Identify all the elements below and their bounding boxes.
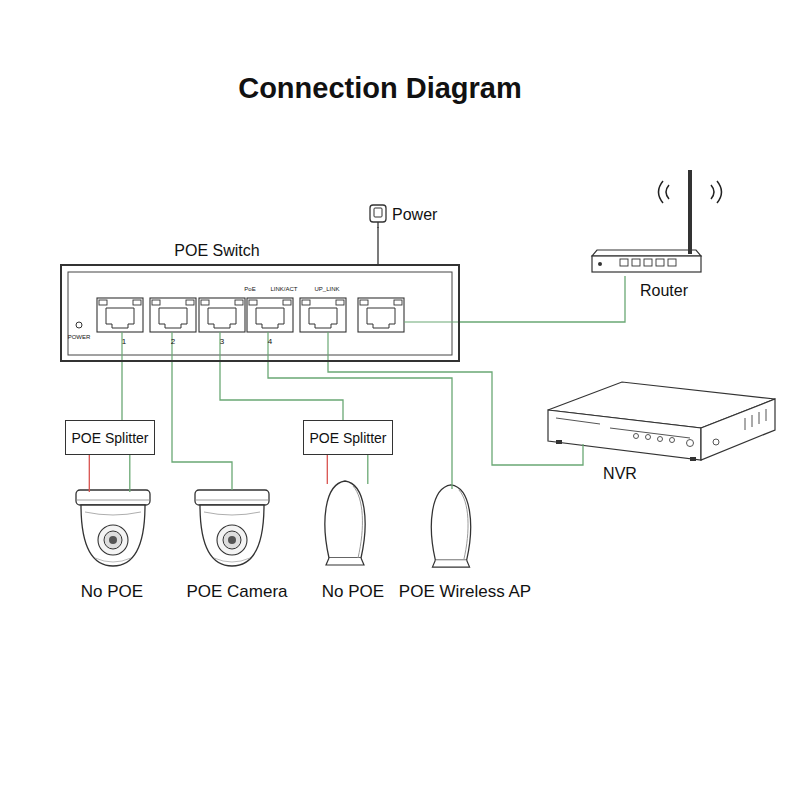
camera-device: No POE [73,488,153,568]
splitter-box: POE Splitter [65,420,155,455]
port-frame [150,298,196,332]
splitter-box: POE Splitter [303,420,393,455]
port-jack [106,308,134,328]
device-label: POE Wireless AP [399,582,531,602]
switch-box: POE Switch [60,264,460,362]
port-frame [247,298,293,332]
port-led [283,300,291,305]
cable-line [220,362,343,420]
port-led [336,300,344,305]
cable-line [367,455,368,484]
port-led [201,300,209,305]
cable-connector [122,362,123,420]
port-jack [367,308,395,328]
port-frame [97,298,143,332]
cable-line [129,455,130,492]
port-led [133,300,141,305]
device-label: Router [640,282,688,300]
port-led [152,300,160,305]
port-led [394,300,402,305]
cable-connector [327,455,368,484]
cable-line [327,455,328,484]
port-frame [199,298,245,332]
device-label: No POE [81,582,143,602]
box-label: POE Splitter [309,430,386,446]
cable-connector [89,455,130,492]
port-caption: POWER [68,334,91,340]
cable-line [377,227,378,264]
port-jack [256,308,284,328]
cable-line [268,362,452,489]
cable-connector [172,362,232,490]
cable-connector [220,362,343,420]
device-label: Power [392,206,437,224]
device-label: No POE [322,582,384,602]
device-label: POE Camera [186,582,287,602]
access-point-device: POE Wireless AP [428,485,474,568]
port-led [360,300,368,305]
port-frame [358,298,404,332]
diagram-title: Connection Diagram [0,72,760,105]
port-frame [300,298,346,332]
port-number: 1 [122,338,126,346]
port-caption: PoE [244,286,255,292]
port-number: 3 [220,338,224,346]
cable-connector [378,227,379,264]
nvr-device: NVR [545,380,777,462]
port-jack [159,308,187,328]
port-number: 4 [268,338,272,346]
cable-connector [268,362,452,489]
cable-line [89,455,90,492]
port-led [99,300,107,305]
cable-line [121,362,122,420]
port-led [186,300,194,305]
device-label: NVR [603,465,637,483]
router-device: Router [590,246,702,276]
device-label: POE Switch [174,242,259,260]
cable-line [172,362,232,490]
port-led [249,300,257,305]
port-number: 2 [171,338,175,346]
port-led [302,300,310,305]
camera-device: POE Camera [192,488,272,568]
port-caption: LINK/ACT [270,286,297,292]
port-jack [309,308,337,328]
cable-line [460,276,625,322]
port-led [235,300,243,305]
port-caption: UP_LINK [314,286,339,292]
port-jack [208,308,236,328]
box-label: POE Splitter [71,430,148,446]
power-plug: Power [369,203,387,227]
access-point-device: No POE [322,480,368,568]
cable-connector [460,276,625,322]
